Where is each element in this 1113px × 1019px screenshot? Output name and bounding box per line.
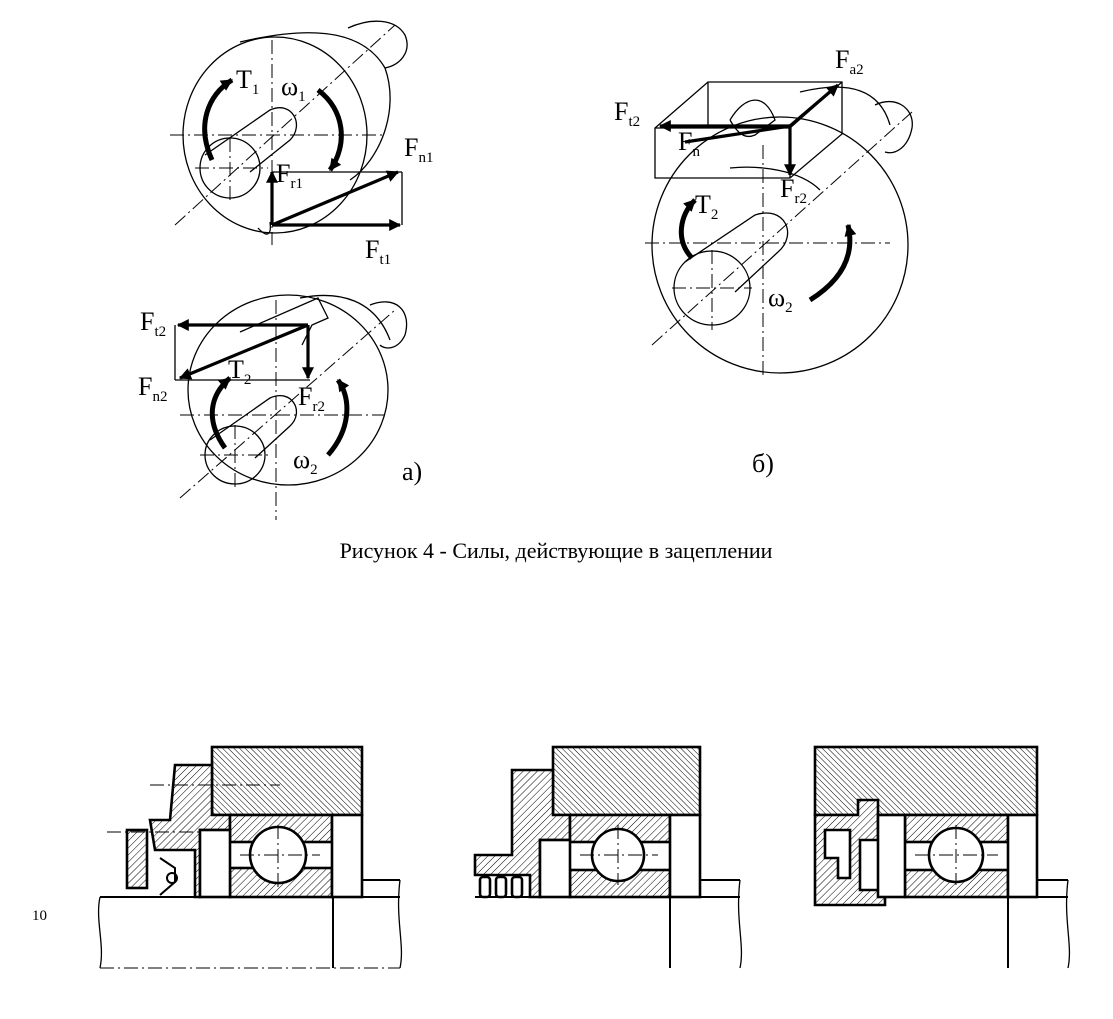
rotation-arrow-omega2-b [808, 223, 857, 303]
label-fn2: Fn2 [138, 372, 167, 405]
bearing-assembly-3 [813, 745, 1071, 969]
label-t2-a: T2 [228, 355, 251, 388]
label-omega1: ω1 [281, 72, 306, 105]
label-omega2-a: ω2 [293, 445, 318, 478]
figure-b-bevel-gear [645, 81, 913, 375]
label-fn: Fn [678, 127, 700, 160]
label-ft1: Ft1 [365, 235, 391, 268]
housing-2 [551, 745, 702, 817]
force-arrow-fn1 [271, 170, 400, 227]
label-t2-b: T2 [695, 190, 718, 223]
figure-a-drive-gear [170, 20, 408, 245]
label-fr2-b: Fr2 [780, 174, 807, 207]
label-fn1: Fn1 [404, 133, 433, 166]
label-fr2-a: Fr2 [298, 382, 325, 415]
figure-a-driven-gear [174, 294, 408, 520]
bearing-assembly-2 [473, 745, 743, 969]
label-fr1: Fr1 [276, 159, 303, 192]
figure-b-marker: б) [752, 449, 774, 478]
label-ft2-a: Ft2 [140, 307, 166, 340]
housing-3 [813, 745, 1039, 817]
figure-caption: Рисунок 4 - Силы, действующие в зацеплен… [340, 538, 773, 563]
page-number: 10 [32, 908, 47, 924]
force-arrow-fa2 [788, 83, 840, 128]
label-fa2: Fa2 [835, 45, 864, 78]
shaft-end-a1 [347, 20, 408, 69]
label-omega2-b: ω2 [768, 283, 793, 316]
label-ft2-b: Ft2 [614, 97, 640, 130]
label-t1: T1 [236, 65, 259, 98]
bearing-assembly-1 [97, 745, 403, 969]
torque-arrow-t1 [202, 77, 234, 162]
force-arrow-fn [684, 124, 791, 144]
torque-arrow-t2-b [678, 198, 697, 260]
torque-arrow-t2-a [209, 376, 232, 450]
figure-a-marker: а) [402, 457, 422, 486]
force-arrow-fn2 [178, 323, 309, 380]
rotation-arrow-omega1 [316, 87, 344, 172]
rotation-arrow-omega2-a [326, 378, 350, 457]
housing-1 [210, 745, 364, 817]
